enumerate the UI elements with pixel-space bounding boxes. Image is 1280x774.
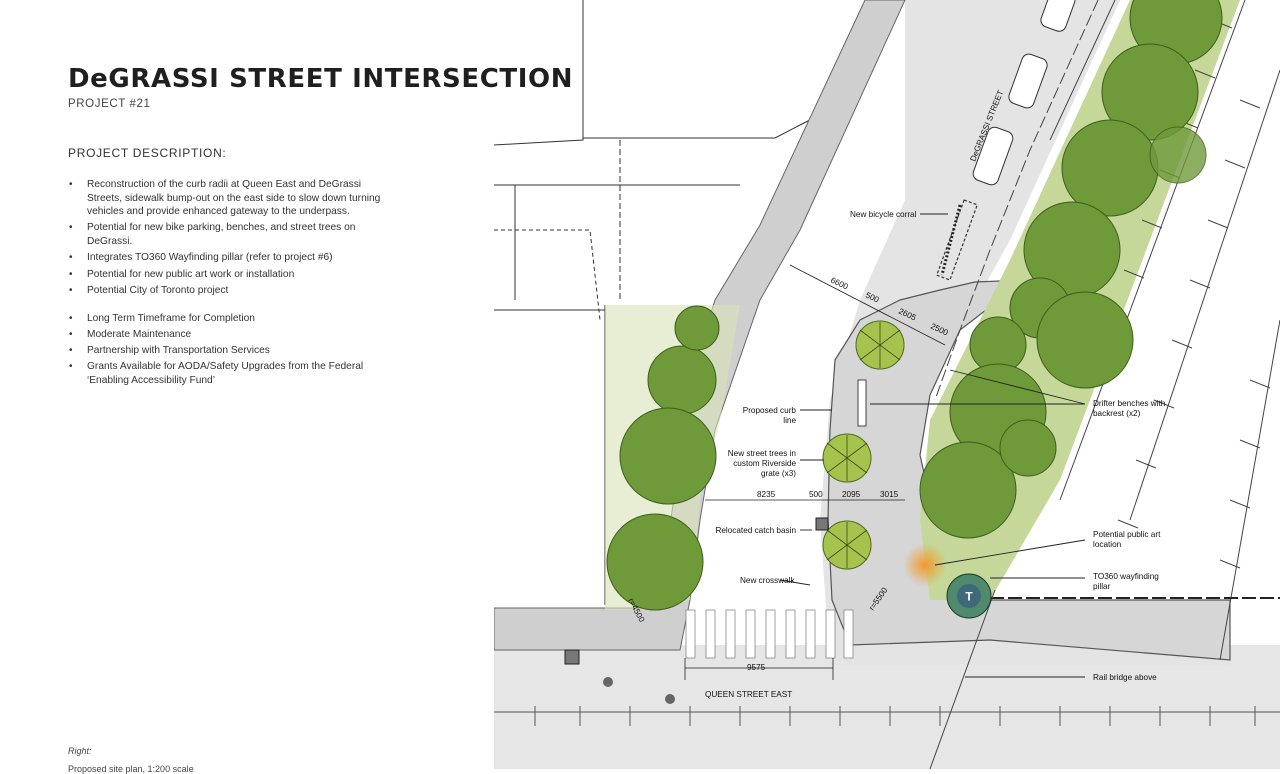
street-name-queen: QUEEN STREET EAST (705, 690, 792, 699)
dim-2095: 2095 (842, 490, 861, 499)
caption-label: Right: (68, 746, 92, 756)
label-pillar-2: pillar (1093, 582, 1111, 591)
list-item: Integrates TO360 Wayfinding pillar (refe… (68, 251, 388, 265)
dim-9575: 9575 (747, 663, 766, 672)
label-street-trees-2: custom Riverside (733, 459, 796, 468)
label-bicycle-corral: New bicycle corral (850, 210, 917, 219)
project-info-panel: DeGRASSI STREET INTERSECTION PROJECT #21… (68, 0, 572, 774)
wayfinding-pillar: T (946, 573, 992, 619)
rail-lines (929, 0, 1280, 769)
dim-3015: 3015 (880, 490, 899, 499)
label-benches: Drifter benches with (1093, 399, 1166, 408)
road-ticks (534, 706, 1256, 726)
queen-street-road (494, 645, 1280, 769)
dim-500-mid: 500 (809, 490, 823, 499)
site-plan: T DeGRASSI STREET New bicycle corral Pro (494, 0, 1280, 769)
label-benches-2: backrest (x2) (1093, 409, 1141, 418)
label-public-art-2: location (1093, 540, 1122, 549)
list-item: Potential for new bike parking, benches,… (68, 221, 388, 248)
description-list: Reconstruction of the curb radii at Quee… (68, 178, 388, 390)
label-proposed-curb-line: line (783, 416, 796, 425)
list-item: Reconstruction of the curb radii at Quee… (68, 178, 388, 219)
label-street-trees: New street trees in (728, 449, 797, 458)
list-item: Moderate Maintenance (68, 328, 388, 342)
label-rail-bridge: Rail bridge above (1093, 673, 1157, 682)
leader-lines (779, 213, 1086, 678)
list-item: Potential City of Toronto project (68, 284, 388, 298)
building-outlines (494, 0, 831, 605)
dim-8235: 8235 (757, 490, 776, 499)
page-title: DeGRASSI STREET INTERSECTION (68, 64, 574, 94)
mature-trees (606, 0, 1223, 611)
list-item: Partnership with Transportation Services (68, 344, 388, 358)
public-art-location (903, 543, 947, 587)
catch-basin (815, 517, 829, 531)
crosswalk (685, 609, 854, 659)
project-number: PROJECT #21 (68, 98, 151, 110)
dimension-lines (684, 264, 946, 680)
label-crosswalk: New crosswalk (740, 576, 796, 585)
pillar-letter: T (965, 590, 973, 604)
list-item: Potential for new public art work or ins… (68, 268, 388, 282)
label-proposed-curb: Proposed curb (743, 406, 797, 415)
bench (857, 379, 867, 427)
site-plan-drawing: T DeGRASSI STREET New bicycle corral Pro (494, 0, 1280, 769)
dim-6600: 6600 (829, 276, 850, 292)
label-street-trees-3: grate (x3) (761, 469, 796, 478)
list-item: Grants Available for AODA/Safety Upgrade… (68, 360, 388, 387)
caption-text: Proposed site plan, 1:200 scale (68, 764, 194, 774)
parked-cars (972, 0, 1076, 186)
label-pillar: TO360 wayfinding (1093, 572, 1159, 581)
label-catch-basin: Relocated catch basin (715, 526, 796, 535)
list-item: Long Term Timeframe for Completion (68, 312, 388, 326)
bicycle-corral (935, 199, 979, 281)
description-heading: PROJECT DESCRIPTION: (68, 146, 227, 160)
label-public-art: Potential public art (1093, 530, 1161, 539)
